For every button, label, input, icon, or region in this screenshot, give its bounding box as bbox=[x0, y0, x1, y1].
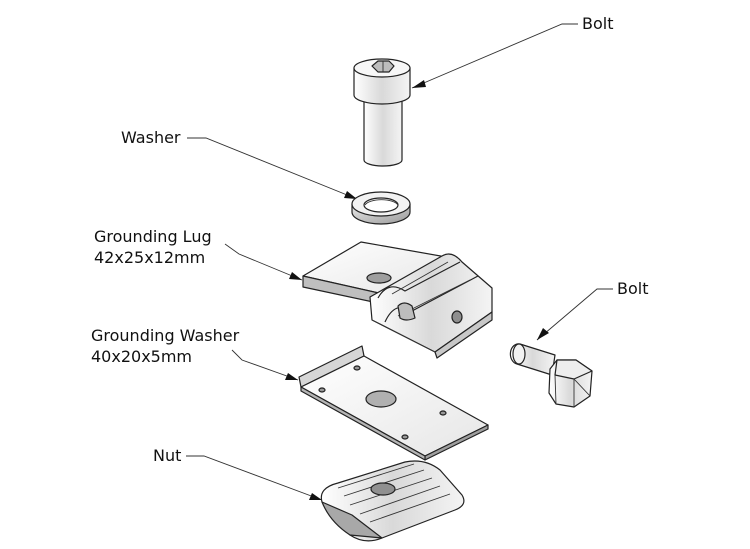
washer bbox=[351, 191, 411, 225]
label-nut: Nut bbox=[153, 446, 182, 465]
arrowhead-grounding-lug bbox=[289, 272, 302, 280]
arrowhead-washer bbox=[344, 191, 357, 199]
leader-washer bbox=[187, 137, 358, 200]
leader-nut bbox=[186, 455, 323, 501]
leader-grounding-lug bbox=[224, 243, 303, 281]
leader-bolt-top bbox=[411, 23, 578, 89]
arrowhead-bolt-top bbox=[412, 80, 426, 88]
socket-head-bolt bbox=[353, 58, 411, 167]
label-washer: Washer bbox=[121, 128, 181, 147]
arrowhead-bolt-right bbox=[537, 328, 549, 340]
arrowhead-nut bbox=[309, 493, 322, 500]
label-grounding-lug-size: 42x25x12mm bbox=[94, 248, 206, 267]
label-grounding-washer-name: Grounding Washer bbox=[91, 326, 240, 345]
grounding-washer-plate bbox=[298, 345, 489, 461]
channel-nut bbox=[320, 460, 465, 542]
label-bolt-top: Bolt bbox=[582, 14, 614, 33]
leader-lines bbox=[186, 23, 613, 501]
arrowhead-grounding-washer bbox=[285, 373, 298, 380]
label-bolt-right: Bolt bbox=[617, 279, 649, 298]
hex-bolt bbox=[509, 343, 593, 408]
label-grounding-washer-size: 40x20x5mm bbox=[91, 347, 193, 366]
label-grounding-lug-name: Grounding Lug bbox=[94, 227, 212, 246]
leader-bolt-right bbox=[536, 288, 613, 341]
leader-grounding-washer bbox=[231, 349, 299, 381]
grounding-lug bbox=[302, 241, 493, 359]
